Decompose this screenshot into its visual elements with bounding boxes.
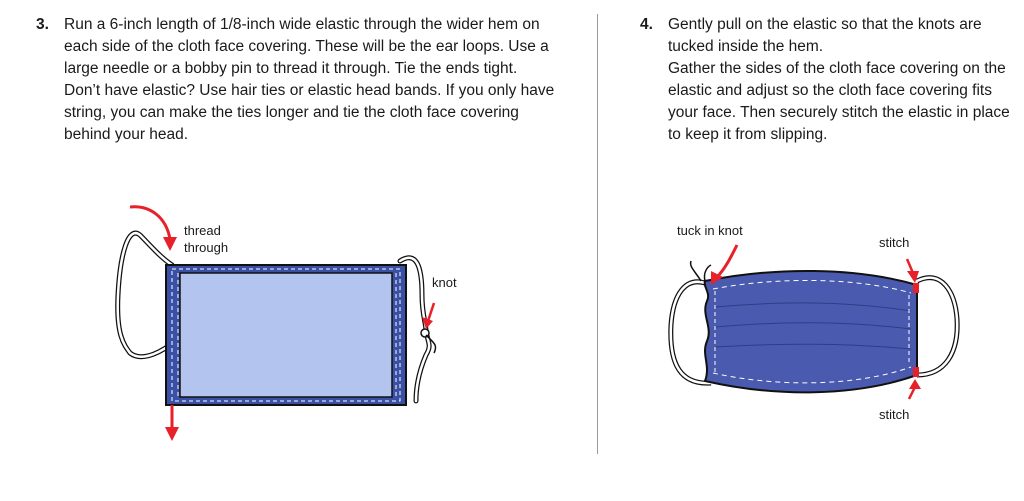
step-3: 3. Run a 6-inch length of 1/8-inch wide … — [36, 14, 556, 146]
cloth-threading-diagram: thread through knot — [115, 205, 457, 441]
tuck-arrow — [715, 244, 739, 279]
step-3-paragraph-2: Don’t have elastic? Use hair ties or ela… — [64, 82, 555, 143]
stitch-mark-top — [913, 283, 919, 293]
knot-arrow — [426, 302, 436, 322]
cloth-inner-panel — [179, 272, 393, 398]
stitch-mark-bottom — [913, 367, 919, 377]
column-divider — [597, 14, 598, 454]
step-3-illustration: thread through knot — [100, 195, 500, 455]
knot-label: knot — [432, 275, 457, 290]
step-4-paragraph-2: Gather the sides of the cloth face cover… — [668, 60, 1010, 143]
step-4-paragraph-1: Gently pull on the elastic so that the k… — [668, 16, 982, 55]
thread-label-line1: thread — [184, 223, 221, 238]
gathered-mask-diagram: tuck in knot stitch stitch — [668, 223, 960, 422]
stitch-label-top: stitch — [879, 235, 909, 250]
stitch-arrow-top — [905, 258, 915, 274]
step-3-number: 3. — [36, 16, 49, 33]
step-3-text: Run a 6-inch length of 1/8-inch wide ela… — [64, 14, 556, 146]
step-4: 4. Gently pull on the elastic so that th… — [640, 14, 1010, 146]
step-4-illustration: tuck in knot stitch stitch — [655, 215, 985, 445]
stitch-label-bottom: stitch — [879, 407, 909, 422]
elastic-loop-left — [115, 230, 175, 360]
step-4-number: 4. — [640, 16, 653, 33]
mask-body — [703, 269, 918, 394]
thread-label-line2: through — [184, 240, 228, 255]
thread-arrow-curve — [129, 205, 172, 240]
tuck-label: tuck in knot — [677, 223, 743, 238]
step-3-paragraph-1: Run a 6-inch length of 1/8-inch wide ela… — [64, 16, 549, 77]
step-4-text: Gently pull on the elastic so that the k… — [668, 14, 1010, 146]
